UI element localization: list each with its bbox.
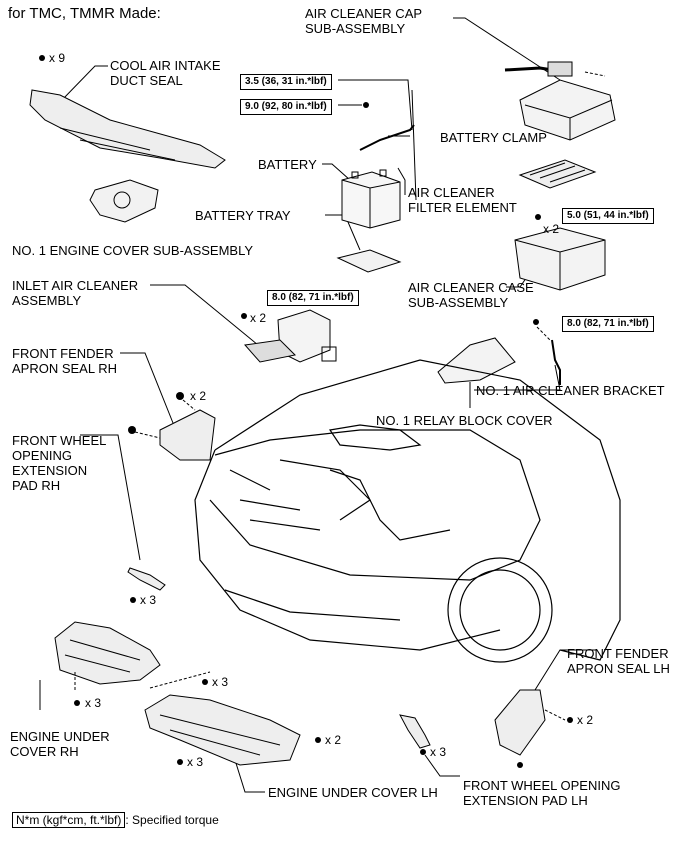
bolt-icon xyxy=(74,700,80,706)
torque-air-cleaner-bracket: 8.0 (82, 71 in.*lbf) xyxy=(562,316,654,332)
under-cover-rh-shape xyxy=(54,621,161,685)
bolt-icon xyxy=(533,319,539,325)
qty-under-lh-a: x 3 xyxy=(187,755,204,769)
qty-pad-lh: x 3 xyxy=(430,745,447,759)
label-battery-tray: BATTERY TRAY xyxy=(195,208,291,223)
air-cleaner-cap-shape xyxy=(504,61,616,141)
bolt-icon xyxy=(39,55,45,61)
leader-under-lh xyxy=(234,759,265,793)
torque-battery-clamp-bolt: 9.0 (92, 80 in.*lbf) xyxy=(240,99,332,115)
battery-shape xyxy=(341,169,401,229)
qty-seal-clips: x 9 xyxy=(49,51,66,65)
leader-filter xyxy=(397,167,406,195)
leader-pad-rh xyxy=(80,434,141,561)
bolt-icon xyxy=(130,597,136,603)
clip-icon xyxy=(128,426,136,434)
bolt-icon xyxy=(535,214,541,220)
leader-cap xyxy=(453,17,561,81)
fender-seal-rh-shape xyxy=(159,409,216,461)
bolt-icon xyxy=(420,749,426,755)
label-battery-clamp: BATTERY CLAMP xyxy=(440,130,547,145)
leader-inlet xyxy=(150,284,259,346)
air-filter-shape xyxy=(518,159,597,189)
leader-torque-clamp xyxy=(338,79,413,131)
qty-inlet-bolts: x 2 xyxy=(250,311,267,325)
torque-legend-symbol: N*m (kgf*cm, ft.*lbf) xyxy=(12,812,126,828)
qty-fender-rh-clips: x 2 xyxy=(190,389,207,403)
bolt-icon xyxy=(363,102,369,108)
bolt-icon xyxy=(567,717,573,723)
qty-case-bolts: x 2 xyxy=(543,222,560,236)
cool-air-intake-duct-seal xyxy=(29,89,226,169)
qty-fender-lh: x 2 xyxy=(577,713,594,727)
air-cleaner-case-shape xyxy=(514,227,606,291)
qty-under-rh-b: x 3 xyxy=(212,675,229,689)
leader-fender-rh xyxy=(120,352,176,429)
torque-inlet-air-cleaner: 8.0 (82, 71 in.*lbf) xyxy=(267,290,359,306)
bolt-icon xyxy=(517,762,523,768)
torque-air-cleaner-case: 5.0 (51, 44 in.*lbf) xyxy=(562,208,654,224)
car-outline xyxy=(194,359,621,663)
fender-seal-lh-shape xyxy=(494,689,546,756)
torque-battery-clamp-nut: 3.5 (36, 31 in.*lbf) xyxy=(240,74,332,90)
qty-pad-rh: x 3 xyxy=(140,593,157,607)
clip-icon xyxy=(176,392,184,400)
label-relay-block-cover: NO. 1 RELAY BLOCK COVER xyxy=(376,413,553,428)
bolt-icon xyxy=(315,737,321,743)
battery-clamp xyxy=(359,124,415,151)
leader-bracket xyxy=(474,364,561,391)
label-under-cover-lh: ENGINE UNDER COVER LH xyxy=(268,785,438,800)
wheel-pad-lh-shape xyxy=(399,714,431,749)
label-no1-air-cleaner-bracket: NO. 1 AIR CLEANER BRACKET xyxy=(476,383,665,398)
leader-cool-air xyxy=(61,65,108,101)
bolt-icon xyxy=(177,759,183,765)
leader-pad-lh xyxy=(424,754,460,777)
label-battery: BATTERY xyxy=(258,157,317,172)
bolt-icon xyxy=(241,313,247,319)
under-cover-lh-shape xyxy=(144,694,301,766)
page-heading: for TMC, TMMR Made: xyxy=(8,5,161,22)
qty-under-rh-a: x 3 xyxy=(85,696,102,710)
battery-tray xyxy=(336,249,402,273)
bolt-icon xyxy=(202,679,208,685)
label-no1-engine-cover: NO. 1 ENGINE COVER SUB-ASSEMBLY xyxy=(12,243,254,258)
torque-legend: N*m (kgf*cm, ft.*lbf): Specified torque xyxy=(12,812,219,828)
no1-air-cleaner-bracket xyxy=(551,339,561,385)
relay-block-cover-shape xyxy=(437,337,516,384)
torque-legend-text: : Specified torque xyxy=(125,813,219,827)
qty-under-lh-b: x 2 xyxy=(325,733,342,747)
wheel-pad-rh-shape xyxy=(127,567,166,591)
leader-battery xyxy=(322,163,351,181)
inlet-air-cleaner-shape xyxy=(244,309,337,363)
no1-engine-cover xyxy=(89,179,159,223)
